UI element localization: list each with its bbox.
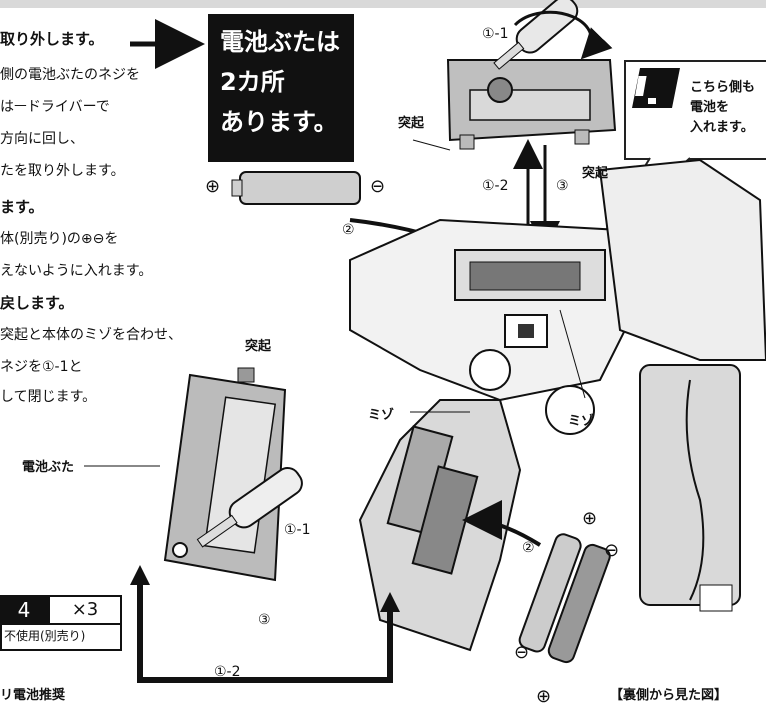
plus-icon: ⊕ [582, 508, 598, 529]
callout-line: あります。 [220, 108, 338, 136]
step-number: ①-1 [482, 26, 509, 42]
leader-line [412, 139, 451, 151]
step-number: ①-1 [284, 522, 311, 538]
battery-info-box: 4 ×3 不使用(別売り) [0, 595, 124, 655]
plus-icon: ⊕ [536, 686, 552, 707]
insert-arrow [462, 500, 542, 547]
battery-icon [231, 171, 361, 205]
back-view-unit [598, 158, 766, 612]
mizo-label: ミゾ [368, 408, 395, 423]
step-number: ③ [556, 178, 569, 194]
step1-line: たを取り外します。 [0, 163, 125, 179]
top-cover-part [446, 59, 617, 150]
bubble-line: 電池を [690, 100, 730, 115]
step3-title: 戻します。 [0, 294, 74, 312]
screwdriver-icon [493, 0, 579, 70]
step3-line: して閉じます。 [0, 389, 97, 405]
step-number: ② [522, 540, 535, 556]
step-number: ①-2 [214, 664, 241, 680]
callout-line: 2カ所 [220, 68, 285, 96]
tokki-label: 突起 [398, 116, 425, 131]
minus-icon: ⊖ [514, 642, 530, 663]
screwdriver-icon [196, 467, 303, 548]
leader-line [559, 309, 586, 399]
battery-size: 4 [0, 595, 48, 625]
step-number: ③ [258, 612, 271, 628]
cover-label: 電池ぶた [22, 460, 75, 475]
callout-line: 電池ぶたは [220, 28, 340, 56]
step1-title: 取り外します。 [0, 30, 104, 48]
back-view-label: 【裏側から見た図】 [610, 688, 728, 703]
bubble-line: こちら側も [690, 80, 756, 95]
step2-line: えないように入れます。 [0, 263, 153, 279]
battery-icon [518, 533, 611, 664]
return-arrow [137, 580, 393, 683]
toy-body [349, 218, 642, 652]
plus-icon: ⊕ [205, 176, 221, 197]
step-number: ② [342, 222, 355, 238]
rotate-arrow [513, 10, 613, 60]
battery-note: 不使用(別売り) [0, 625, 122, 651]
step3-line: 突起と本体のミゾを合わせ、 [0, 327, 182, 343]
battery-count: ×3 [48, 595, 122, 625]
step3-line: ネジを①-1と [0, 359, 83, 375]
step1-line: 側の電池ぶたのネジを [0, 67, 140, 83]
mizo-label: ミゾ [568, 414, 595, 429]
bubble-text: こちら側も 電池を 入れます。 [690, 78, 755, 138]
tokki-label: 突起 [245, 339, 272, 354]
minus-icon: ⊖ [370, 176, 386, 197]
step2-line: 体(別売り)の⊕⊖を [0, 231, 119, 247]
exclamation-icon [632, 68, 680, 108]
step1-line: はㅡドライバーで [0, 99, 110, 115]
step-number: ①-2 [482, 178, 509, 194]
cover-piece [163, 367, 287, 582]
top-bar [0, 0, 766, 8]
tokki-label: 突起 [582, 166, 609, 181]
bubble-line: 入れます。 [690, 120, 754, 135]
minus-icon: ⊖ [604, 540, 620, 561]
battery-recommend: リ電池推奨 [0, 688, 66, 703]
callout-box: 電池ぶたは 2カ所 あります。 [208, 14, 354, 162]
step2-title: ます。 [0, 198, 44, 216]
step1-line: 方向に回し、 [0, 131, 84, 147]
